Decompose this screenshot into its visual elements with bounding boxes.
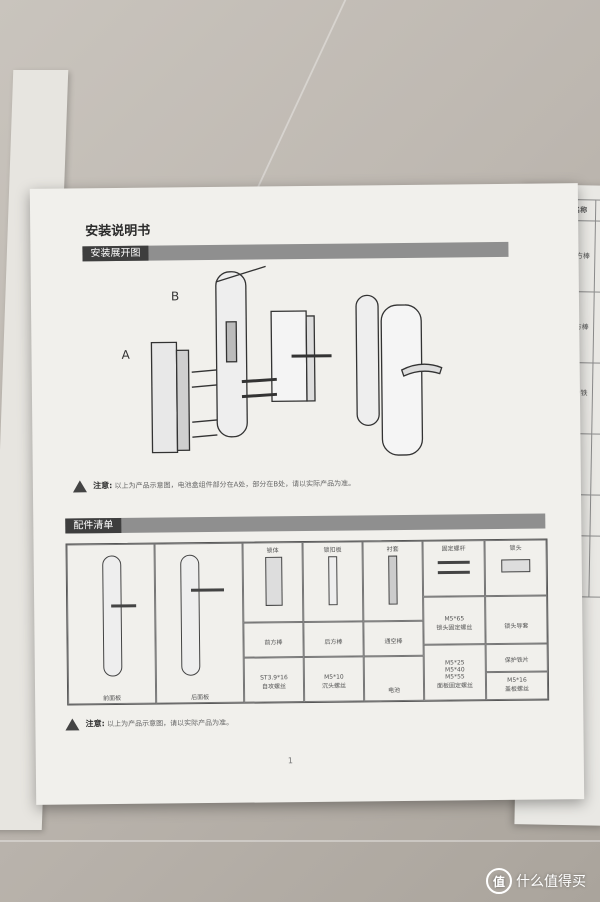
liner-icon — [388, 555, 398, 605]
label-b: B — [170, 289, 180, 304]
parts-cell: ST3.9*16 自攻螺丝 — [243, 657, 305, 703]
front-panel-drawing — [355, 294, 380, 427]
parts-cell: M5*65 锁头固定螺丝 — [423, 596, 486, 645]
floor-tile-line — [0, 840, 600, 842]
screw-set-left — [191, 369, 218, 438]
screw-icon — [437, 560, 470, 575]
part-label: 保护铁片 — [504, 656, 529, 664]
parts-cell-front-panel: 前面板 — [66, 543, 157, 705]
battery-plate — [150, 341, 179, 454]
parts-cell: M5*10 沉头螺丝 — [303, 656, 365, 703]
parts-cell: 电池 — [363, 655, 425, 702]
lock-plate-icon — [328, 556, 338, 606]
note-parts: 注意: 以上为产品示意图，请以实际产品为准。 — [65, 717, 233, 731]
parts-cell: 锁头 — [484, 539, 548, 597]
parts-cell: M5*25 M5*40 M5*55 面板固定螺丝 — [423, 644, 487, 701]
section-title-exploded: 安装展开图 — [82, 245, 149, 262]
parts-cell: 锁扣板 — [302, 541, 364, 623]
part-label: M5*65 锁头固定螺丝 — [436, 615, 473, 632]
parts-cell: 锁体 — [242, 542, 304, 623]
parts-cell: 锁头导套 — [485, 595, 548, 645]
part-label: 前方棒 — [264, 639, 283, 647]
note-prefix: 注意: — [85, 719, 105, 729]
exploded-diagram — [150, 265, 443, 456]
section-title-parts: 配件清单 — [65, 517, 122, 534]
warning-icon — [72, 480, 87, 493]
note-text: 以上为产品示意图，电池盒组件部分在A处，部分在B处，请以实际产品为准。 — [114, 479, 356, 491]
section-band-parts: 配件清单 — [65, 513, 546, 534]
lock-body-icon — [265, 556, 283, 606]
parts-cell: 衬套 — [362, 540, 424, 622]
parts-cell: 保护铁片 — [485, 643, 548, 673]
parts-cell: 前方棒 — [243, 622, 304, 658]
handle-drawing — [400, 363, 443, 377]
part-label: 锁体 — [266, 547, 279, 555]
part-label: 前面板 — [103, 694, 122, 703]
note-prefix: 注意: — [93, 481, 113, 491]
battery-cover — [175, 349, 191, 452]
part-label: M5*25 M5*40 M5*55 面板固定螺丝 — [436, 659, 474, 690]
parts-cell-back-panel: 后面板 — [154, 542, 245, 704]
parts-cell: M5*16 盖板螺丝 — [485, 671, 549, 701]
watermark-logo: 值 — [486, 868, 512, 894]
note-text: 以上为产品示意图，请以实际产品为准。 — [107, 718, 234, 729]
parts-list: 前面板 后面板 锁体 锁扣板 衬套 固定螺杆 锁头 前方棒 后方棒 通空棒 M5… — [65, 538, 550, 706]
part-label: M5*16 盖板螺丝 — [505, 676, 530, 693]
part-label: 后面板 — [191, 694, 210, 702]
side-header: 图片 — [595, 199, 600, 222]
part-label: 固定螺杆 — [441, 545, 466, 553]
note-exploded: 注意: 以上为产品示意图，电池盒组件部分在A处，部分在B处，请以实际产品为准。 — [72, 477, 356, 493]
front-panel-thumb-icon — [102, 555, 137, 677]
page-number: 1 — [287, 756, 293, 766]
back-panel-thumb-icon — [180, 554, 225, 676]
part-label: 电池 — [388, 687, 401, 695]
part-label: 锁头导套 — [504, 622, 529, 630]
part-label: ST3.9*16 自攻螺丝 — [260, 674, 288, 691]
label-a: A — [121, 347, 130, 362]
part-label: 通空棒 — [384, 638, 403, 646]
part-label: M5*10 沉头螺丝 — [321, 673, 347, 690]
lock-cylinder-icon — [501, 559, 531, 573]
part-label: 锁头 — [509, 544, 522, 552]
warning-icon — [65, 718, 80, 731]
parts-cell: 后方棒 — [303, 621, 364, 658]
instruction-sheet: 安装说明书 安装展开图 — [29, 183, 585, 805]
part-label: 后方棒 — [324, 638, 343, 646]
watermark: 值 什么值得买 — [486, 868, 586, 894]
parts-cell: 固定螺杆 — [422, 540, 486, 597]
page-title: 安装说明书 — [85, 223, 151, 240]
watermark-text: 什么值得买 — [516, 874, 586, 890]
part-label: 锁扣板 — [323, 546, 342, 554]
floor-tile-line — [255, 0, 347, 190]
parts-cell: 通空棒 — [363, 620, 424, 657]
part-label: 衬套 — [386, 546, 399, 554]
section-band-exploded: 安装展开图 — [82, 241, 509, 262]
